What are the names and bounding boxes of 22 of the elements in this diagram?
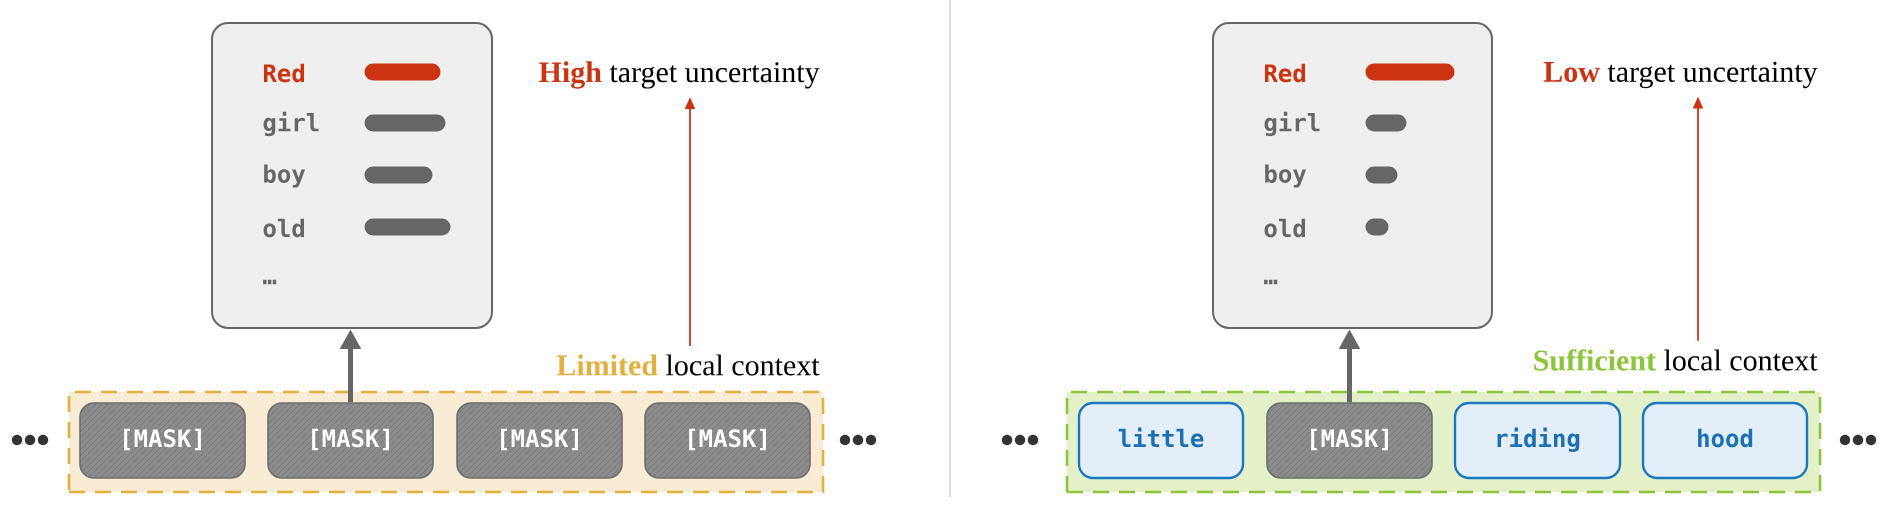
masked-token: [MASK] <box>267 402 434 479</box>
candidate-word: boy <box>264 164 306 188</box>
masked-token: [MASK] <box>1266 402 1433 479</box>
candidate-word: Red <box>1265 63 1305 83</box>
annotation-text: Limited local context <box>556 354 820 376</box>
token-box: hood <box>1641 401 1809 480</box>
candidate-word: old <box>1264 218 1305 238</box>
candidate-word: … <box>263 279 277 285</box>
annotation-text: High target uncertainty <box>539 61 820 89</box>
candidate-word: … <box>1264 279 1278 285</box>
candidate-word: old <box>263 218 304 238</box>
annotation-text: Sufficient local context <box>1534 349 1818 371</box>
candidate-word: boy <box>1265 164 1307 188</box>
token-box: riding <box>1453 401 1622 480</box>
masked-token: [MASK] <box>456 402 623 479</box>
masked-token: [MASK] <box>79 402 246 479</box>
candidate-word: girl <box>1264 111 1320 137</box>
candidate-word: girl <box>263 111 319 137</box>
candidate-word: Red <box>264 63 304 83</box>
annotation-text: Low target uncertainty <box>1543 61 1818 89</box>
masked-token: [MASK] <box>644 402 811 479</box>
token-box: little <box>1077 401 1245 480</box>
